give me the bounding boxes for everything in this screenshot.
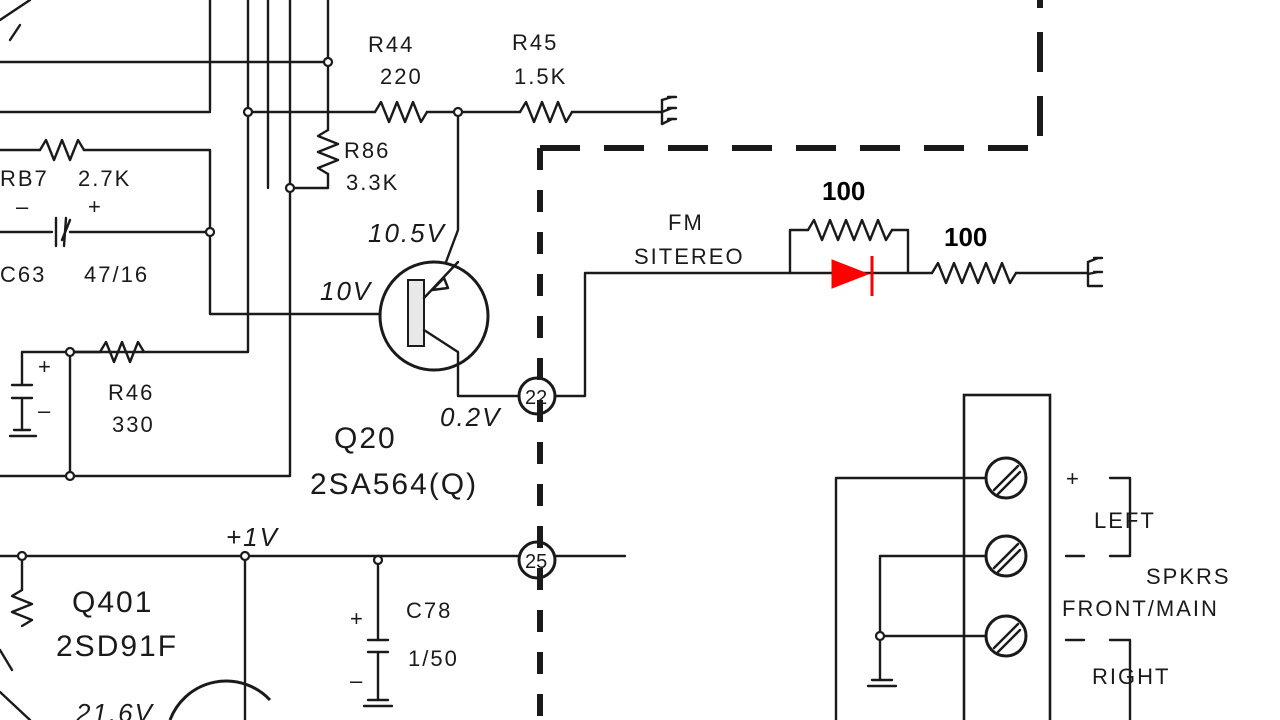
r46-symbol — [98, 340, 146, 364]
board-boundary — [540, 0, 1043, 151]
wire — [288, 172, 330, 190]
q401-part: 2SD91F — [56, 630, 178, 663]
right-label: RIGHT — [1092, 664, 1170, 689]
added-resistor-b-value: 100 — [944, 222, 987, 252]
connector-25-label: 25 — [525, 551, 547, 573]
wire — [68, 186, 292, 478]
r44-value: 220 — [380, 64, 423, 89]
junction — [322, 56, 334, 68]
emitter-arrow — [430, 276, 450, 292]
cap-symbol — [10, 350, 72, 432]
spkrs-label: SPKRS — [1146, 564, 1231, 589]
r45-value: 1.5K — [514, 64, 567, 89]
r86-symbol — [316, 128, 340, 176]
bottom-voltage: 21.6V — [75, 698, 155, 720]
junction — [284, 182, 296, 194]
connector-22-label: 22 — [525, 387, 547, 409]
added-resistor-a — [806, 218, 894, 242]
added-resistor-b — [930, 261, 1018, 285]
r46-value: 330 — [112, 412, 155, 437]
c78-plus: + — [350, 606, 365, 631]
junction — [372, 554, 384, 566]
r86-ref: R86 — [344, 138, 390, 163]
r45-symbol — [518, 100, 574, 124]
r44-symbol — [373, 100, 429, 124]
wire — [878, 554, 988, 682]
frame-tick — [8, 23, 22, 42]
rb7-ref: RB7 — [0, 166, 49, 191]
frame-edge — [0, 0, 32, 22]
wire — [0, 648, 32, 720]
rb7-value: 2.7K — [78, 166, 131, 191]
front-main-label: FRONT/MAIN — [1062, 596, 1219, 621]
q20-ref: Q20 — [334, 422, 397, 455]
wire — [0, 350, 72, 478]
q401-ref: Q401 — [72, 586, 153, 619]
junction — [239, 550, 251, 562]
junction — [242, 106, 254, 118]
junction — [16, 550, 28, 562]
emitter-voltage: 10.5V — [368, 218, 447, 248]
wire — [553, 271, 792, 398]
wire — [68, 0, 250, 354]
resistor-symbol — [10, 588, 34, 628]
rb7-symbol — [38, 138, 86, 162]
c78-minus: – — [350, 668, 364, 693]
cap-minus: – — [38, 398, 52, 423]
ground-symbol — [660, 95, 674, 126]
r86-value: 3.3K — [346, 170, 399, 195]
wire — [82, 148, 212, 234]
wire — [834, 476, 988, 720]
wire — [208, 230, 382, 316]
collector-voltage: 0.2V — [440, 402, 502, 432]
bracket — [1064, 476, 1132, 720]
added-resistor-a-value: 100 — [822, 176, 865, 206]
junction — [64, 346, 76, 358]
led-diode — [831, 259, 870, 289]
c63-value: 47/16 — [84, 262, 149, 287]
junction — [64, 470, 76, 482]
base-voltage: 10V — [320, 276, 373, 306]
ground-symbol — [866, 678, 898, 688]
stereo-label: SITEREO — [634, 244, 745, 269]
ground-symbol — [1086, 256, 1104, 288]
r44-ref: R44 — [368, 32, 414, 57]
c63-symbol — [54, 216, 72, 248]
junction — [204, 226, 216, 238]
junction — [874, 630, 886, 642]
q20-transistor — [378, 260, 490, 372]
wire — [422, 260, 520, 398]
r46-ref: R46 — [108, 380, 154, 405]
c63-plus: + — [88, 194, 103, 219]
wire — [788, 228, 810, 275]
plus-terminal: + — [1066, 466, 1081, 491]
screw-slot — [992, 464, 1022, 654]
q20-base-bar — [407, 279, 425, 347]
q401-transistor — [168, 679, 272, 720]
cap-plus: + — [38, 354, 53, 379]
c78-symbol — [362, 638, 394, 708]
speaker-terminal-block — [962, 393, 1052, 720]
left-label: LEFT — [1094, 508, 1156, 533]
r45-ref: R45 — [512, 30, 558, 55]
c78-value: 1/50 — [408, 646, 459, 671]
q20-part: 2SA564(Q) — [310, 468, 478, 501]
ground-symbol — [8, 428, 38, 438]
rail-voltage: +1V — [226, 522, 280, 552]
c78-ref: C78 — [406, 598, 452, 623]
junction — [452, 106, 464, 118]
connector-25 — [517, 540, 557, 580]
c63-minus: – — [16, 194, 30, 219]
c63-ref: C63 — [0, 262, 46, 287]
wire — [444, 110, 460, 264]
fm-label: FM — [668, 210, 704, 235]
